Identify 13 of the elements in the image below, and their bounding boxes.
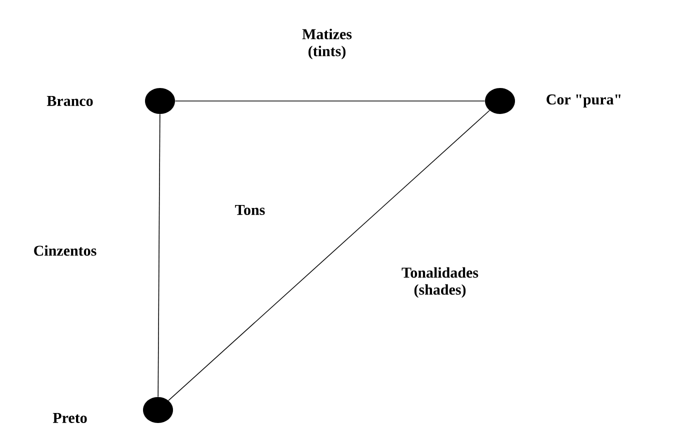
line [158, 114, 160, 398]
line [174, 100, 486, 102]
point-label: Preto [52, 413, 87, 423]
point-label: Cor "pura" [546, 94, 620, 108]
dot [145, 88, 175, 114]
edge-label: Matizes (tints) [302, 28, 352, 60]
edge-label: Tonalidades (shades) [402, 267, 478, 298]
point-label: Branco [46, 96, 93, 106]
edge-label: Cinzentos [34, 245, 96, 256]
line [168, 110, 490, 401]
dot [485, 88, 515, 114]
region-label: Tons [235, 205, 265, 215]
dot [143, 396, 173, 423]
